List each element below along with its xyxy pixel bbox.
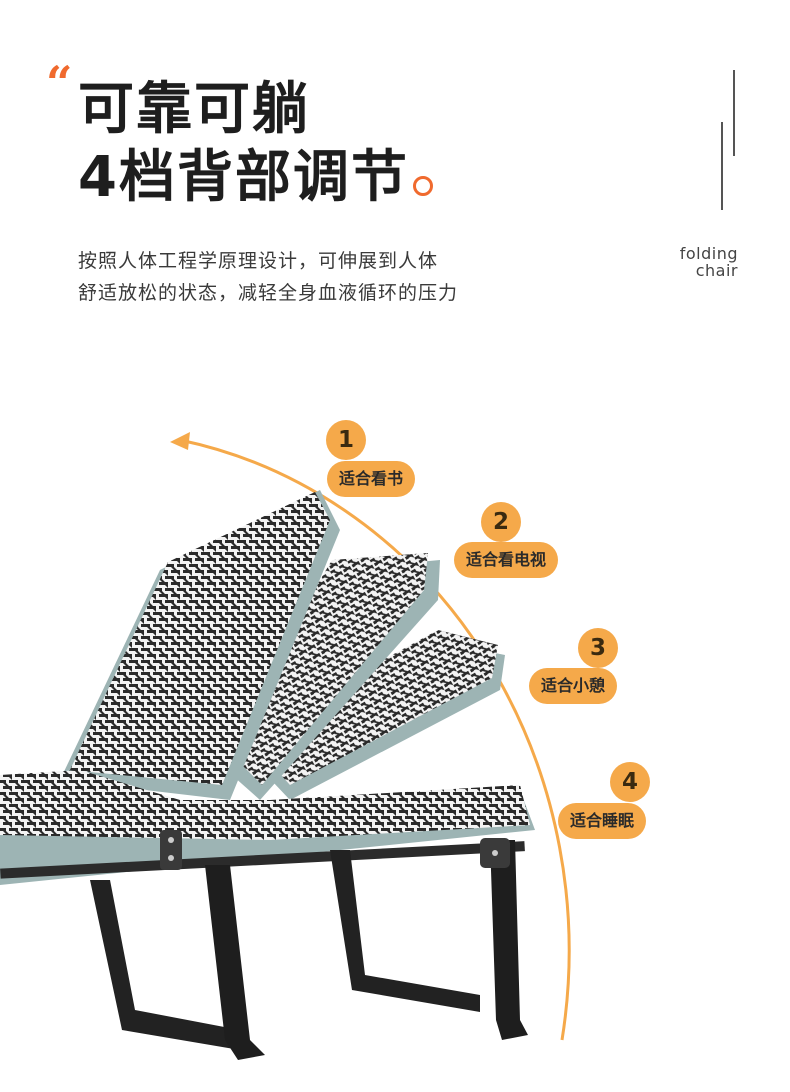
hinge-bracket (160, 830, 182, 870)
brand-text: folding chair (679, 244, 738, 280)
headline-line-2: 4档背部调节 (78, 144, 433, 212)
description-line-2: 舒适放松的状态，减轻全身血液循环的压力 (78, 281, 459, 304)
position-3-label: 适合小憩 (529, 668, 618, 704)
decor-vertical-line (733, 70, 735, 156)
rear-leg (490, 840, 528, 1040)
position-1-badge: 1 (326, 420, 366, 460)
side-rail (0, 841, 525, 879)
backrest-position-1 (60, 490, 340, 800)
front-leg (205, 865, 265, 1060)
backrest-position-2 (215, 553, 440, 800)
seat-cushion (0, 770, 530, 840)
period-dot-icon (412, 176, 433, 197)
quote-mark: “ (46, 56, 73, 110)
headline-line-1: 可靠可躺 (78, 77, 310, 142)
position-2-label: 适合看电视 (454, 542, 559, 578)
description: 按照人体工程学原理设计，可伸展到人体 舒适放松的状态，减轻全身血液循环的压力 (78, 246, 458, 310)
position-1-label: 适合看书 (327, 461, 416, 497)
position-4-badge: 4 (610, 762, 650, 802)
decor-vertical-line (721, 122, 723, 210)
arc-arrow-head-icon (170, 432, 190, 450)
brand-line-2: chair (695, 260, 738, 280)
description-line-1: 按照人体工程学原理设计，可伸展到人体 (78, 250, 439, 272)
position-2-badge: 2 (481, 502, 521, 542)
headline-line-2-text: 4档背部调节 (78, 145, 409, 211)
position-4-label: 适合睡眠 (558, 803, 647, 839)
headline: 可靠可躺 4档背部调节 (78, 76, 433, 213)
backrest-position-3 (238, 630, 505, 800)
brand-line-1: folding (679, 244, 738, 263)
position-3-badge: 3 (578, 628, 618, 668)
rear-leg (330, 850, 480, 1012)
front-leg (90, 880, 240, 1050)
